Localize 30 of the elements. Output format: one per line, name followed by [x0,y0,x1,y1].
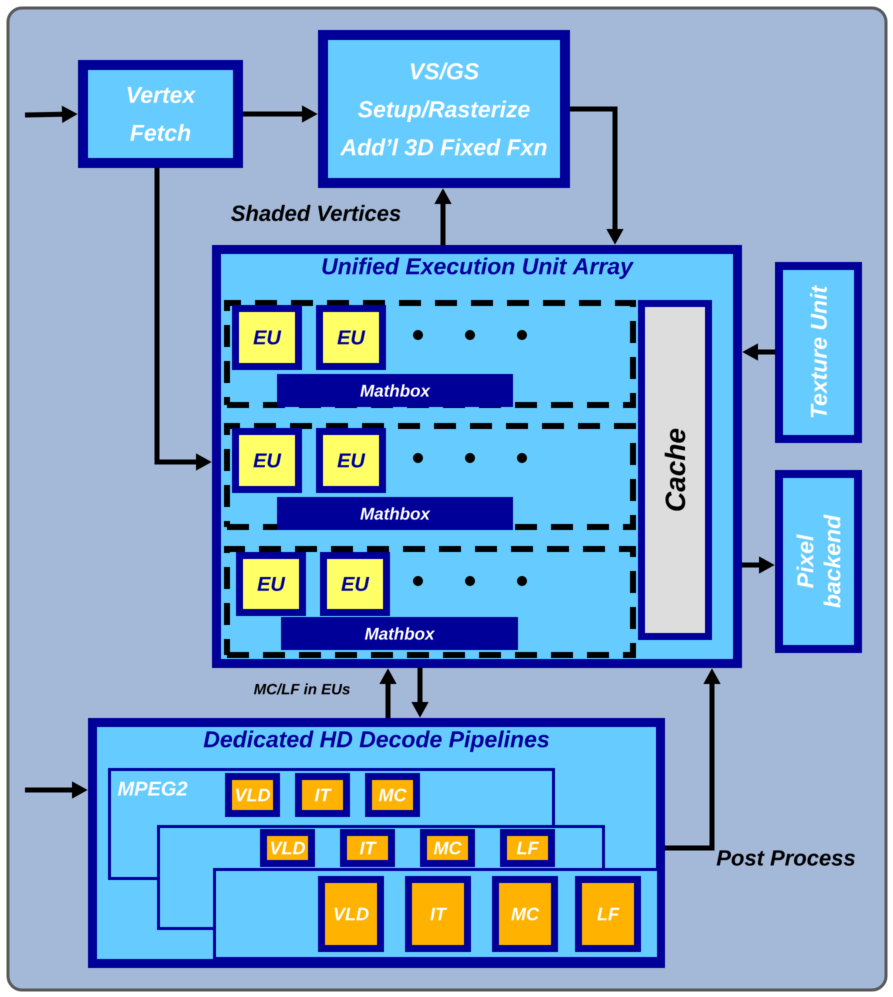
process-box: VS/GS Setup/Rasterize Add’l 3D Fixed Fxn [318,30,570,188]
edge-label: MC/LF in EUs [252,682,352,696]
eu-box: EU [232,305,302,370]
pipeline-stage-box: VLD [260,829,315,867]
dashed-group [224,300,636,408]
edge-label: Shaded Vertices [230,204,402,222]
pipeline-stage-box: LF [575,876,641,952]
eu-box: EU [316,428,386,493]
process-box: Vertex Fetch [78,60,243,168]
mathbox-bar: Mathbox [277,374,513,407]
pipeline-stage-box: VLD [225,773,280,817]
eu-box: EU [232,428,302,493]
pipeline-stage-box: LF [500,829,555,867]
pipeline-stage-box: MC [365,773,420,817]
pipeline-stage-box: MC [420,829,475,867]
mathbox-bar: Mathbox [277,497,513,530]
edge-label: Post Process [715,849,857,867]
cache-box: Cache [638,300,712,640]
side-unit-box: Pixel backend [775,470,862,653]
pipeline-stage-box: MC [492,876,558,952]
mathbox-bar: Mathbox [281,617,518,650]
pipeline-stage-box: IT [340,829,395,867]
eu-box: EU [316,305,386,370]
eu-box: EU [320,552,390,616]
side-unit-box: Texture Unit [775,262,862,443]
eu-box: EU [236,552,306,616]
pipeline-stage-box: IT [405,876,471,952]
pipeline-stage-box: VLD [318,876,384,952]
pipeline-stage-box: IT [295,773,350,817]
dashed-group [224,546,636,658]
